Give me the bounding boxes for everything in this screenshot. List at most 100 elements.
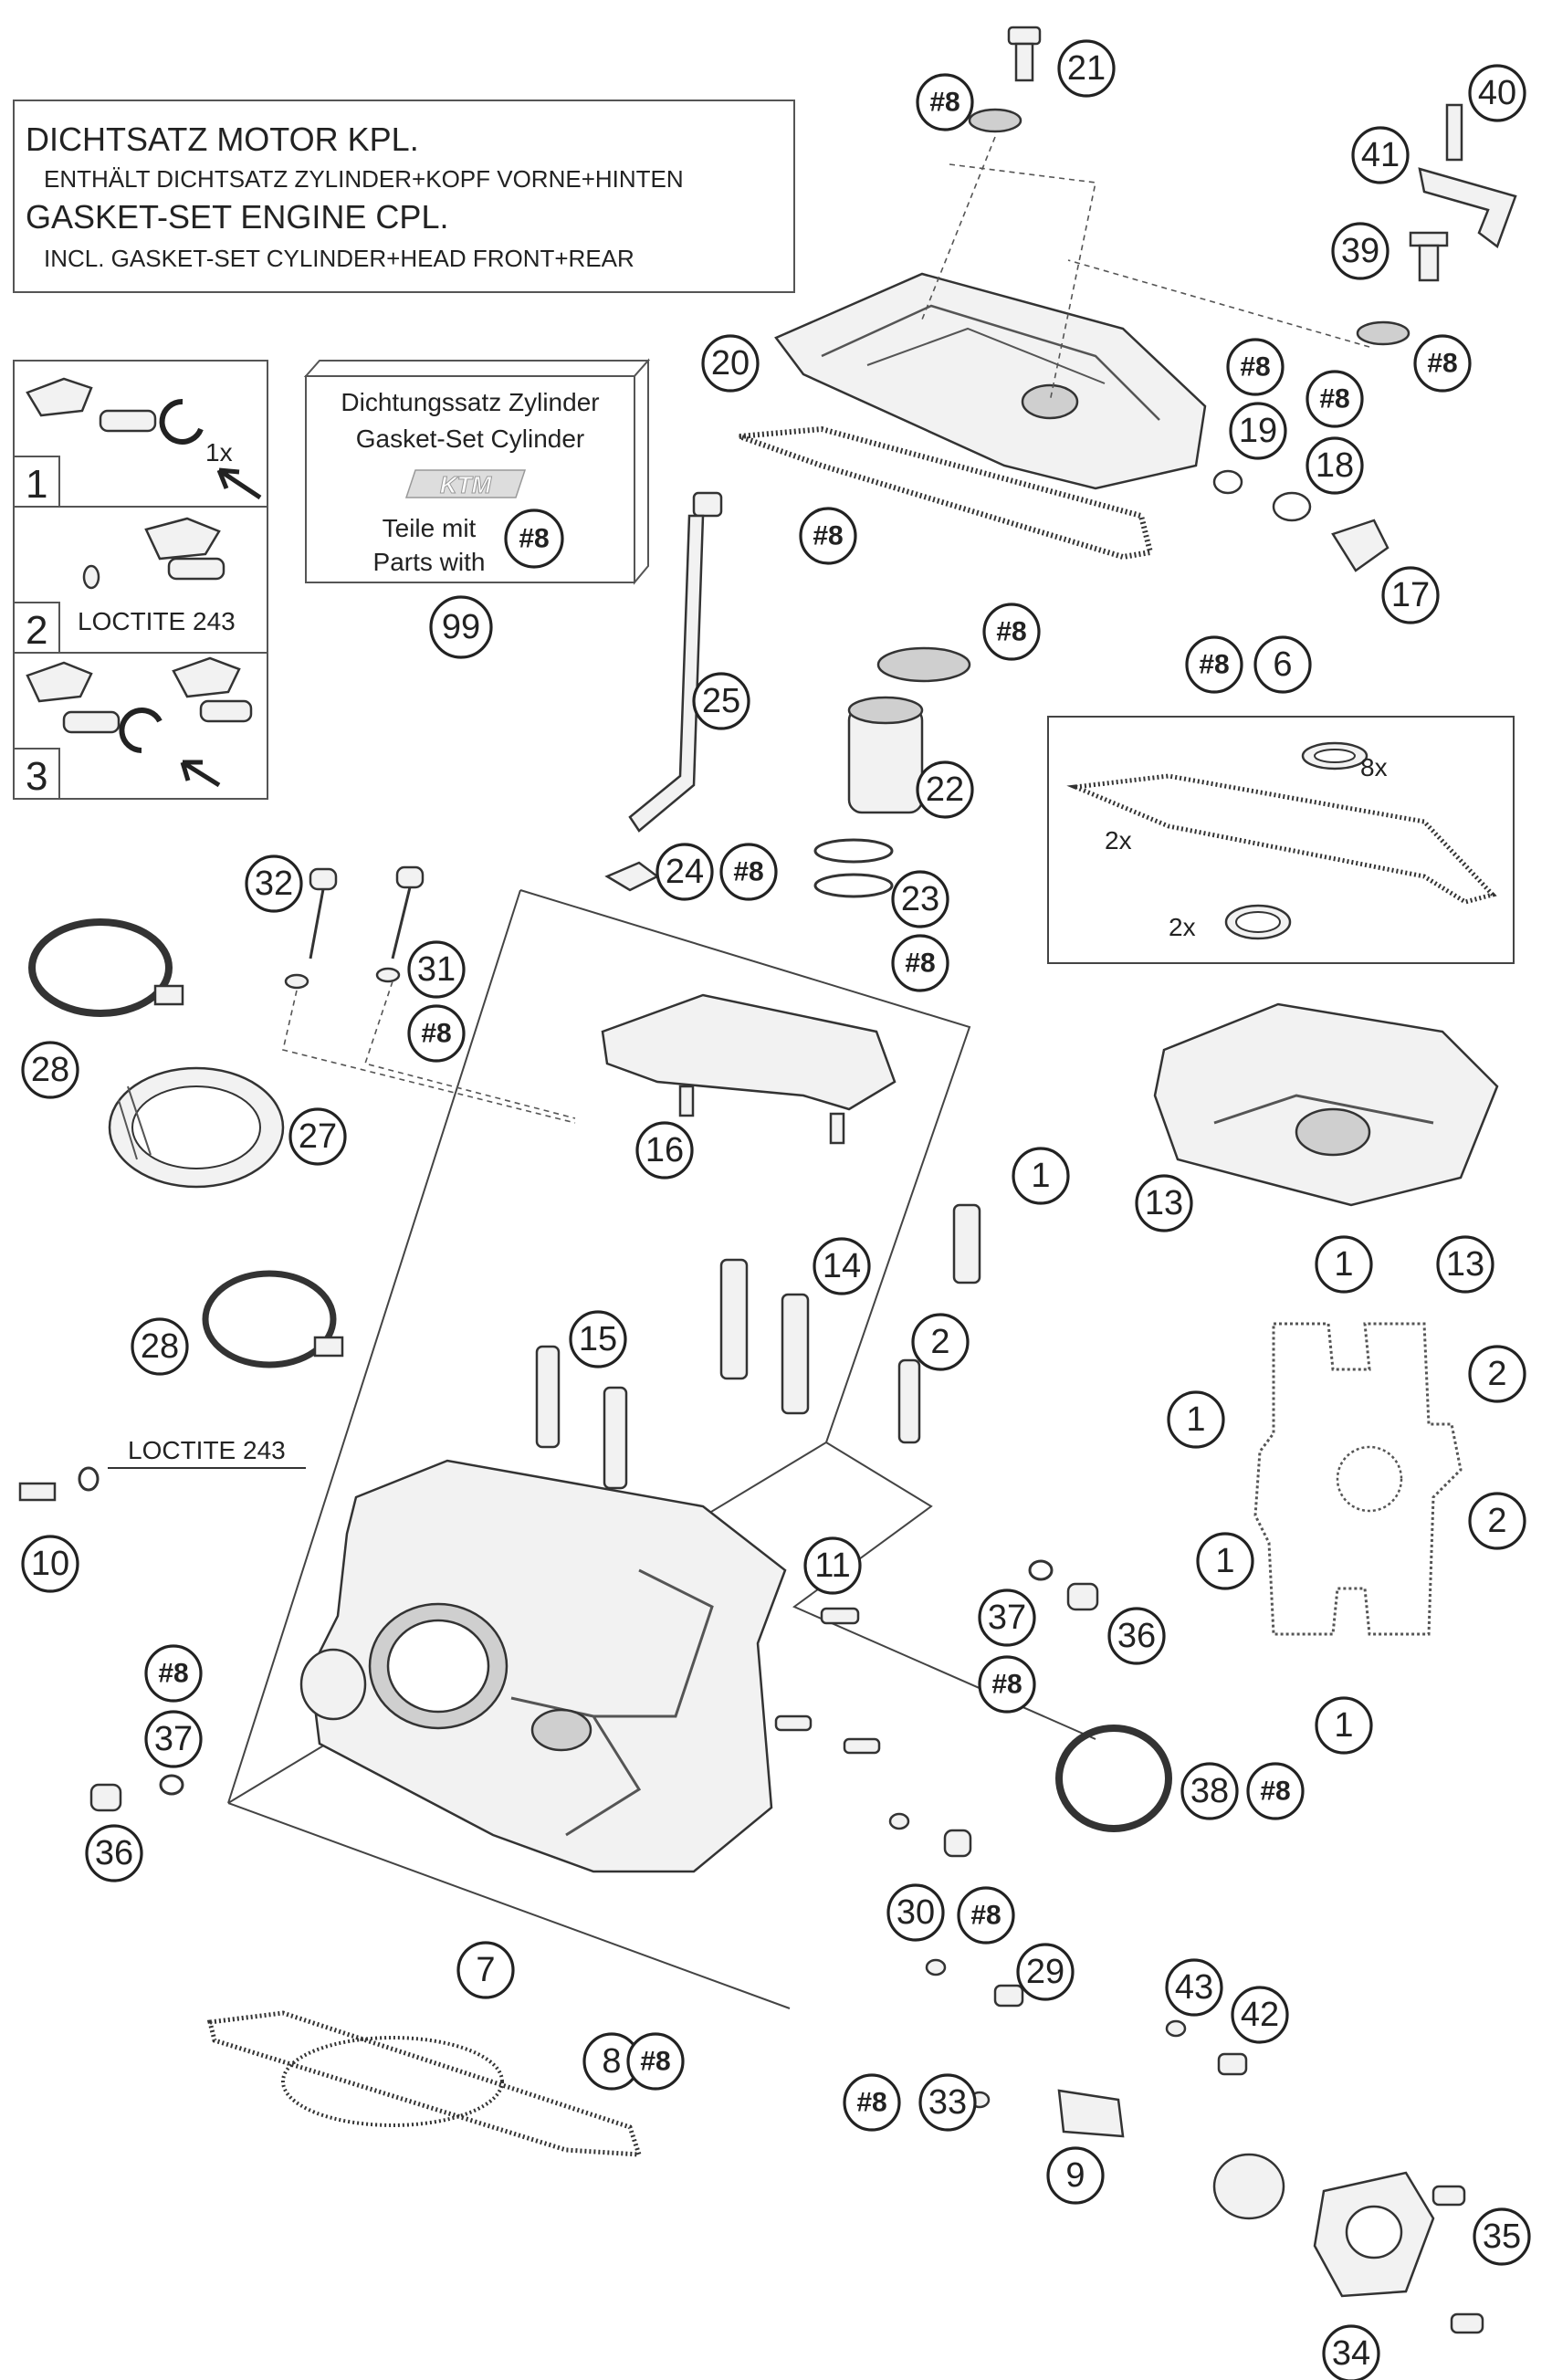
callout-label: 17	[1391, 576, 1430, 614]
callout-label: 39	[1341, 232, 1379, 270]
callout-label: 42	[1241, 1996, 1279, 2034]
callout-label: 30	[897, 1893, 935, 1932]
callout-1: 1	[1012, 1147, 1070, 1205]
ktm-logo: KTM	[404, 469, 527, 499]
callout-ref-8: #8	[407, 1004, 466, 1063]
washer-top	[968, 108, 1022, 133]
callout-16: 16	[635, 1121, 694, 1180]
kit-number-callout: 99	[429, 595, 493, 659]
callout-21: 21	[1057, 39, 1116, 98]
clamp-28-top	[28, 918, 184, 1017]
callout-label: 15	[579, 1320, 617, 1358]
callout-14: 14	[813, 1237, 871, 1295]
valve-cover	[774, 272, 1207, 490]
callout-ref-8: #8	[843, 2073, 901, 2132]
callout-label: #8	[1199, 650, 1229, 680]
callout-label: 37	[154, 1720, 193, 1758]
kit-line-2: Gasket-Set Cylinder	[356, 425, 585, 453]
loctite-label: LOCTITE 243	[128, 1436, 286, 1464]
oring-23b	[813, 873, 894, 898]
callout-label: 28	[31, 1051, 69, 1089]
callout-ref-8: #8	[891, 934, 949, 992]
callout-label: #8	[421, 1019, 451, 1049]
sensor-9	[1057, 2089, 1125, 2138]
callout-label: 2	[930, 1323, 949, 1361]
callout-label: #8	[733, 857, 763, 887]
callout-label: #8	[1240, 352, 1270, 383]
callout-label: 31	[417, 950, 456, 989]
callout-label: 38	[1190, 1772, 1229, 1810]
callout-33: 33	[918, 2073, 977, 2132]
callout-label: 14	[823, 1247, 861, 1285]
plug-17	[1331, 519, 1389, 572]
info-line-2: ENTHÄLT DICHTSATZ ZYLINDER+KOPF VORNE+HI…	[44, 165, 684, 193]
washer-29	[925, 1958, 947, 1976]
callout-label: #8	[1319, 384, 1349, 414]
washer-30	[888, 1812, 910, 1830]
callout-1: 1	[1315, 1696, 1373, 1755]
step-1: 1 1x	[13, 377, 262, 508]
callout-2: 2	[1468, 1492, 1526, 1550]
guide-14b	[781, 1293, 810, 1415]
bolt-29	[993, 1984, 1024, 2008]
callout-label: #8	[640, 2047, 670, 2077]
callout-label: #8	[856, 2088, 886, 2118]
callout-label: 7	[476, 1951, 495, 1989]
callout-13: 13	[1135, 1174, 1193, 1232]
gasket-kit-box: Dichtungssatz Zylinder Gasket-Set Cylind…	[303, 358, 651, 659]
callout-label: 29	[1026, 1953, 1064, 1991]
kit-line-3: Teile mit	[383, 514, 477, 542]
callout-11: 11	[803, 1536, 862, 1595]
head-gasket-8	[206, 2010, 643, 2157]
callout-label: #8	[996, 617, 1026, 647]
callout-label: 19	[1239, 412, 1277, 450]
callout-42: 42	[1231, 1986, 1289, 2044]
callout-ref-8: #8	[1185, 635, 1243, 694]
bolt-42	[1217, 2052, 1248, 2076]
callout-2: 2	[911, 1313, 970, 1371]
washer-24	[604, 861, 660, 892]
callout-37: 37	[978, 1588, 1036, 1647]
oring-18	[1272, 491, 1312, 522]
callout-label: 2	[1487, 1502, 1506, 1540]
callout-ref-8: #8	[1306, 370, 1364, 428]
screw-31	[375, 865, 425, 983]
plug-36-left	[89, 1783, 122, 1812]
callout-ref-8: #8	[799, 507, 857, 565]
washer-43	[1165, 2019, 1187, 2038]
kit-line-4: Parts with	[373, 548, 486, 576]
callout-17: 17	[1381, 566, 1440, 624]
callout-label: 43	[1175, 1968, 1213, 2007]
callout-34: 34	[1322, 2324, 1380, 2380]
camshaft-carrier-16	[601, 993, 897, 1145]
callout-27: 27	[288, 1107, 347, 1166]
step-2: 2 LOCTITE 243	[13, 517, 236, 654]
set6-qty-2x-a: 2x	[1105, 826, 1132, 854]
callout-label: 18	[1316, 446, 1354, 485]
callout-label: #8	[1260, 1777, 1290, 1807]
callout-label: 13	[1446, 1245, 1484, 1284]
callout-label: #8	[929, 88, 960, 118]
callout-label: #8	[158, 1659, 188, 1689]
callout-ref-8: #8	[1226, 338, 1285, 396]
callout-13: 13	[1436, 1235, 1494, 1294]
callout-label: 35	[1483, 2217, 1521, 2256]
step-2-number: 2	[26, 608, 47, 653]
gasket-set-info-box: DICHTSATZ MOTOR KPL. ENTHÄLT DICHTSATZ Z…	[13, 100, 795, 293]
info-line-4: INCL. GASKET-SET CYLINDER+HEAD FRONT+REA…	[44, 245, 634, 272]
bolt-35a	[1431, 2185, 1466, 2207]
callout-41: 41	[1351, 126, 1410, 184]
oring-19	[1212, 469, 1243, 495]
callout-label: #8	[905, 949, 935, 979]
callout-label: #8	[991, 1670, 1022, 1700]
callout-1: 1	[1196, 1532, 1254, 1590]
callout-label: 13	[1145, 1184, 1183, 1222]
callout-ref-8: #8	[916, 73, 974, 131]
callout-30: 30	[886, 1883, 945, 1942]
callout-24: 24	[655, 843, 714, 901]
callout-label: #8	[1427, 349, 1457, 379]
callout-18: 18	[1306, 436, 1364, 495]
callout-28: 28	[131, 1317, 189, 1376]
callout-7: 7	[456, 1941, 515, 1999]
